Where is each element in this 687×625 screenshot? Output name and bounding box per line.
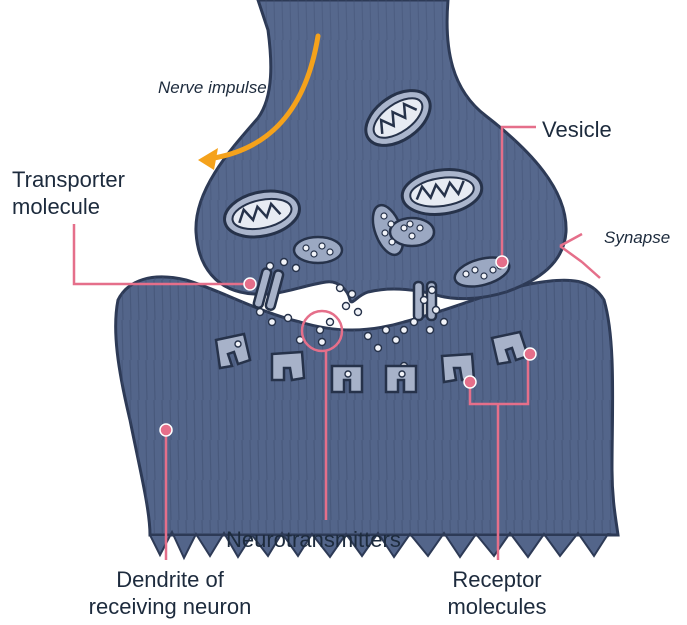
dendrite-label-line1: Dendrite of — [82, 566, 258, 593]
axon-terminal — [196, 0, 566, 302]
dendrite-body — [116, 277, 618, 558]
receptor-label-line2: molecules — [432, 593, 562, 620]
transporter-label-line2: molecule — [12, 193, 125, 220]
transporter-label-line1: Transporter — [12, 166, 125, 193]
dendrite-label: Dendrite of receiving neuron — [82, 566, 258, 620]
receptor-label-line1: Receptor — [432, 566, 562, 593]
neurotransmitters-label: Neurotransmitters — [226, 526, 401, 553]
receptor-label: Receptor molecules — [432, 566, 562, 620]
transporter-label: Transporter molecule — [12, 166, 125, 220]
vesicle-label: Vesicle — [542, 116, 612, 143]
synapse-label: Synapse — [604, 228, 670, 248]
dendrite-label-line2: receiving neuron — [82, 593, 258, 620]
nerve-impulse-label: Nerve impulse — [158, 78, 267, 98]
